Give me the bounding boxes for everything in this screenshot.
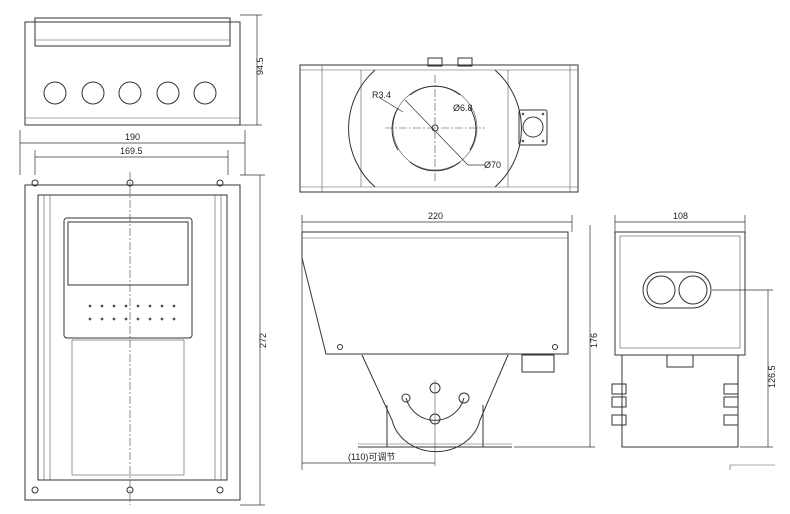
dim-enclosure-length: 272 [258, 333, 268, 348]
dim-slot-radius: R3.4 [372, 90, 391, 100]
sensor-end-view: 108 126.5 [611, 211, 777, 470]
sensor-side-view: 220 176 (110)可调节 [301, 211, 599, 470]
enclosure-front-view: 272 [24, 172, 268, 506]
sensor-top-view: R3.4 Ø6.8 Ø70 [299, 57, 579, 193]
dim-enclosure-width-outer: 190 [125, 132, 140, 142]
dim-sensor-length: 220 [428, 211, 443, 221]
dim-adjustable-offset: (110)可调节 [348, 452, 395, 462]
dim-lens-height: 126.5 [767, 365, 777, 388]
indicator-leds [88, 304, 176, 321]
mounting-holes [31, 179, 224, 494]
dual-lens [642, 271, 712, 309]
enclosure-top-view: 94.5 [24, 14, 265, 126]
dim-sensor-width: 108 [673, 211, 688, 221]
dim-center-hole: Ø6.8 [453, 103, 473, 113]
display-screen [67, 221, 189, 286]
dim-enclosure-height: 94.5 [255, 57, 265, 75]
dim-bolt-circle: Ø70 [484, 160, 501, 170]
dim-enclosure-width-inner: 169.5 [120, 146, 143, 156]
connector-socket [518, 109, 548, 146]
enclosure-width-dims: 190 169.5 [19, 130, 246, 175]
cable-gland-holes [43, 81, 217, 105]
dim-sensor-height: 176 [589, 333, 599, 348]
